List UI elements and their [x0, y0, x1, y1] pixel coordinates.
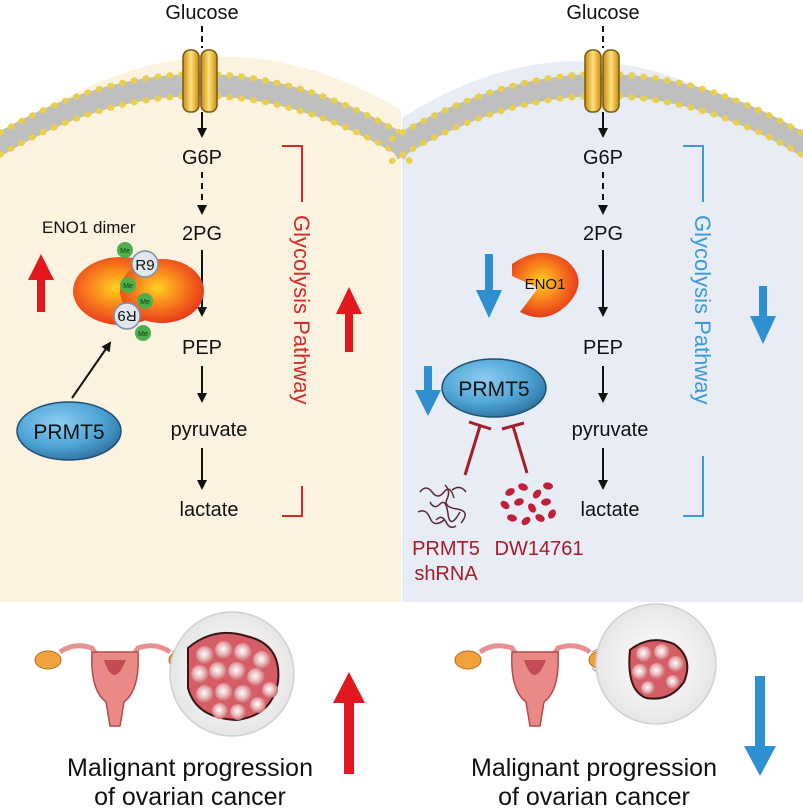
eno1-dimer-label: ENO1 dimer: [42, 218, 136, 237]
cell-membrane-icon: [0, 71, 416, 164]
eno1-monomer-icon: [512, 252, 579, 318]
left-pathway-bracket: [282, 145, 303, 517]
right-eno1-label: ENO1: [525, 276, 566, 293]
left-extracellular-area: [0, 0, 401, 140]
down-arrow-icon: [476, 254, 502, 318]
svg-text:Me: Me: [123, 283, 133, 290]
right-lactate-label: lactate: [581, 499, 640, 521]
prmt5-enzyme-icon: [16, 401, 122, 461]
svg-text:Me: Me: [120, 248, 130, 255]
left-prmt5-label: PRMT5: [33, 421, 104, 444]
tumor-cells-icon: [595, 603, 717, 725]
right-pep-label: PEP: [583, 337, 623, 359]
glucose-transporter-icon: [182, 49, 218, 113]
svg-text:Me: Me: [140, 299, 150, 306]
right-glucose-label: Glucose: [566, 2, 639, 24]
left-2pg-label: 2PG: [182, 223, 222, 245]
eno1-site-r9-bottom: R9: [117, 307, 136, 324]
shrna-label-line2: shRNA: [414, 563, 478, 585]
shrna-inhibition-line: [463, 420, 492, 476]
shrna-label-line1: PRMT5: [412, 538, 480, 560]
drug-inhibition-line: [501, 421, 529, 474]
down-arrow-icon: [415, 366, 441, 416]
dw14761-pills-icon: [500, 482, 556, 526]
up-arrow-icon: [28, 254, 54, 312]
cell-membrane-icon: [386, 71, 803, 164]
glucose-transporter-icon: [584, 49, 620, 113]
bottom-right-caption-line1: Malignant progression: [471, 754, 717, 782]
left-lactate-label: lactate: [180, 499, 239, 521]
left-pep-label: PEP: [182, 337, 222, 359]
prmt5-enzyme-icon: [441, 358, 547, 418]
left-g6p-label: G6P: [182, 147, 222, 169]
shrna-icon: [417, 484, 467, 529]
bottom-left-caption-line1: Malignant progression: [67, 754, 313, 782]
right-pyruvate-label: pyruvate: [572, 419, 649, 441]
right-extracellular-area: [402, 0, 803, 150]
uterus-ovaries-icon: [454, 643, 616, 727]
down-arrow-icon: [744, 676, 776, 776]
svg-text:Me: Me: [138, 331, 148, 338]
tumor-cells-icon: [169, 611, 295, 737]
left-pathway-label: Glycolysis Pathway: [289, 215, 314, 405]
right-g6p-label: G6P: [583, 147, 623, 169]
bottom-right-caption-line2: of ovarian cancer: [498, 783, 690, 810]
eno1-site-r9-top: R9: [135, 257, 154, 274]
uterus-ovaries-icon: [34, 643, 196, 727]
dw14761-label: DW14761: [495, 538, 584, 560]
eno1-dimer-icon: Me Me Me Me R9 R9: [73, 242, 204, 341]
left-pyruvate-label: pyruvate: [171, 419, 248, 441]
bottom-left-caption-line2: of ovarian cancer: [94, 783, 286, 810]
right-2pg-label: 2PG: [583, 223, 623, 245]
right-pathway-bracket: [683, 145, 704, 517]
right-prmt5-label: PRMT5: [458, 378, 529, 401]
down-arrow-icon: [750, 286, 776, 344]
up-arrow-icon: [333, 672, 365, 774]
up-arrow-icon: [336, 287, 362, 352]
right-pathway-label: Glycolysis Pathway: [690, 215, 715, 405]
left-glucose-label: Glucose: [165, 2, 238, 24]
